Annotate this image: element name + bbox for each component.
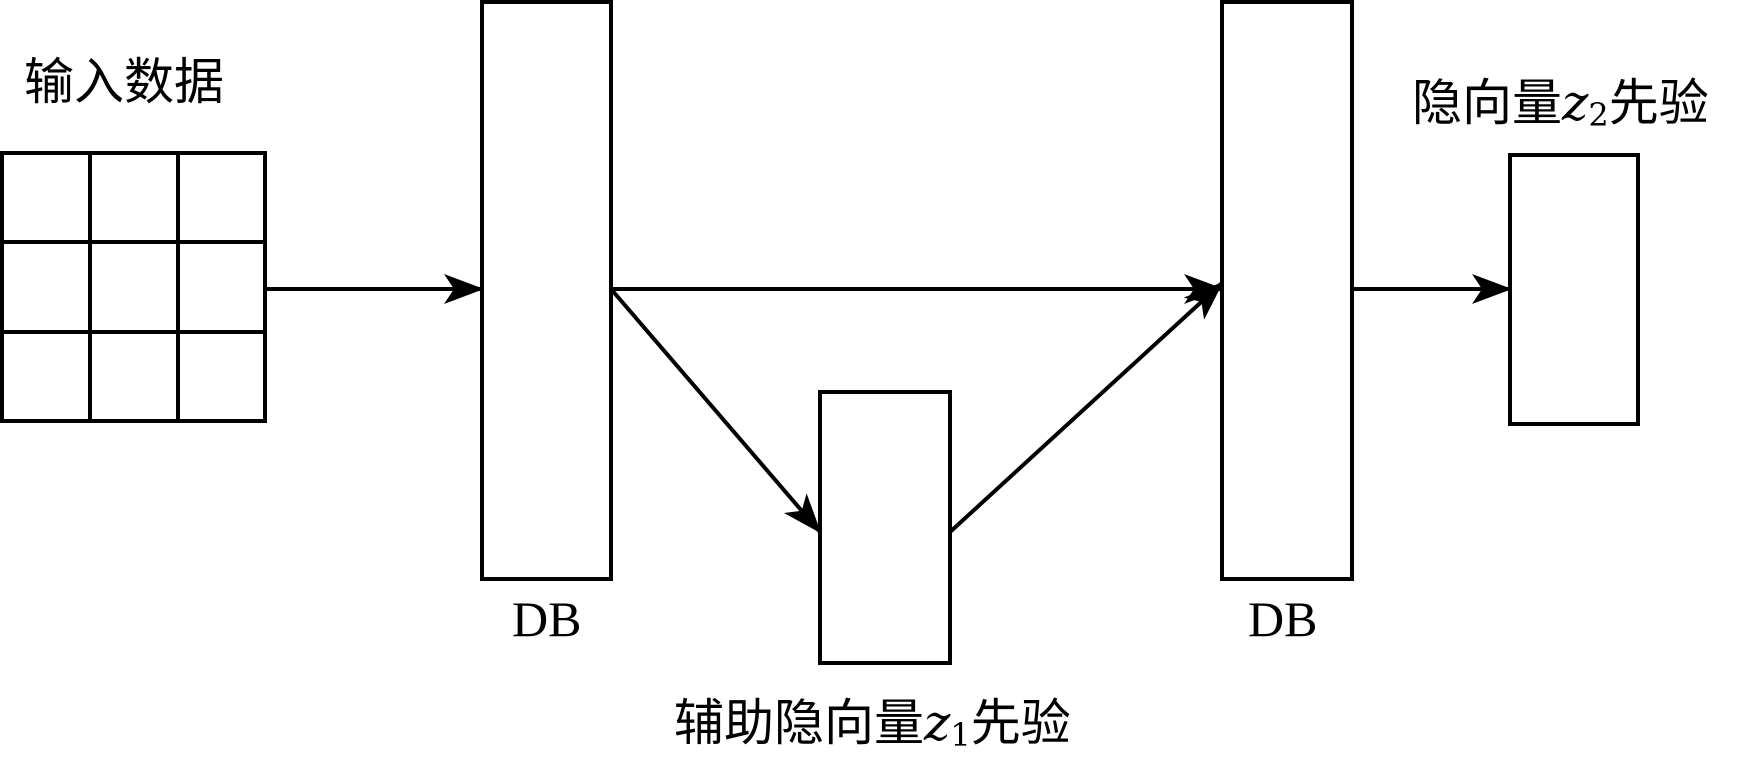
db-label-right: DB [1248,591,1317,647]
input-data-label: 输入数据 [24,53,224,111]
arrow-db-left-to-aux-z1 [609,287,822,534]
db-label-left: DB [512,591,581,647]
aux-latent-z1-block [818,390,952,665]
latent-label-prefix: 隐向量 [1412,74,1562,132]
db-block-right [1220,0,1354,581]
input-grid-frame [0,151,267,423]
aux-label-sub: 1 [950,716,970,754]
latent-z2-block [1508,153,1640,426]
aux-label-suffix: 先验 [971,694,1071,752]
arrow-aux-z1-to-db-right [948,281,1224,534]
latent-label-suffix: 先验 [1609,74,1709,132]
input-grid [0,151,267,423]
latent-label-sub: 2 [1588,96,1608,134]
latent-label-var: z [1561,74,1589,132]
latent-z2-label: 隐向量z2先验 [1412,74,1709,134]
aux-label-var: z [923,694,951,752]
aux-latent-z1-label: 辅助隐向量z1先验 [674,694,1071,754]
aux-label-prefix: 辅助隐向量 [674,694,924,752]
db-block-left [480,0,613,581]
